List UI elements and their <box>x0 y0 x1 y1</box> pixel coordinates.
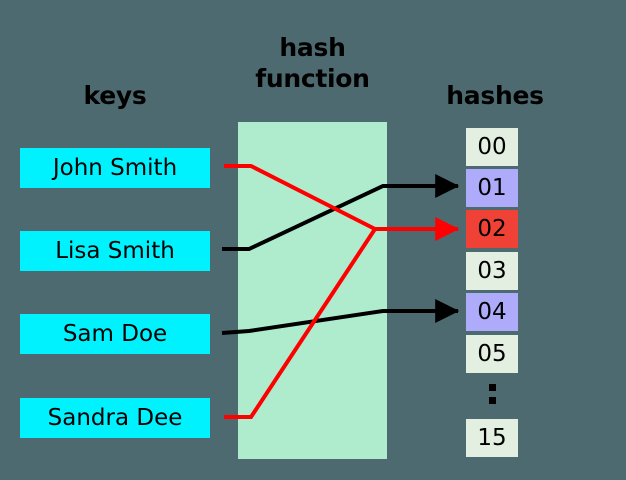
hash-slot-15[interactable]: 15 <box>466 419 518 457</box>
hash-function-title-line1: hash <box>279 33 346 62</box>
key-label: John Smith <box>52 155 178 181</box>
hash-function-box <box>238 122 387 459</box>
hash-label: 05 <box>477 341 507 367</box>
hash-label: 02 <box>477 216 507 242</box>
column-title-keys: keys <box>83 81 147 110</box>
key-box-lisa-smith[interactable]: Lisa Smith <box>20 231 210 271</box>
hash-slot-02-collision[interactable]: 02 <box>466 210 518 248</box>
column-title-hashes: hashes <box>446 81 544 110</box>
key-label: Sandra Dee <box>47 405 183 431</box>
hash-slot-04[interactable]: 04 <box>466 293 518 331</box>
key-box-sam-doe[interactable]: Sam Doe <box>20 314 210 354</box>
hash-label: 00 <box>477 134 507 160</box>
hash-function-title-line2: function <box>255 64 370 93</box>
key-label: Sam Doe <box>62 321 168 347</box>
hash-slot-05[interactable]: 05 <box>466 335 518 373</box>
ellipsis-dot-upper <box>488 384 496 391</box>
hash-label: 04 <box>477 299 507 325</box>
hash-slot-03[interactable]: 03 <box>466 252 518 290</box>
key-label: Lisa Smith <box>55 238 175 264</box>
hash-slot-00[interactable]: 00 <box>466 128 518 166</box>
key-box-john-smith[interactable]: John Smith <box>20 148 210 188</box>
ellipsis-dot-lower <box>488 397 496 404</box>
hash-label: 01 <box>477 175 507 201</box>
hash-slot-01[interactable]: 01 <box>466 169 518 207</box>
key-box-sandra-dee[interactable]: Sandra Dee <box>20 398 210 438</box>
hash-slots-ellipsis-icon <box>466 378 518 410</box>
hash-label: 03 <box>477 258 507 284</box>
hash-label: 15 <box>477 425 507 451</box>
